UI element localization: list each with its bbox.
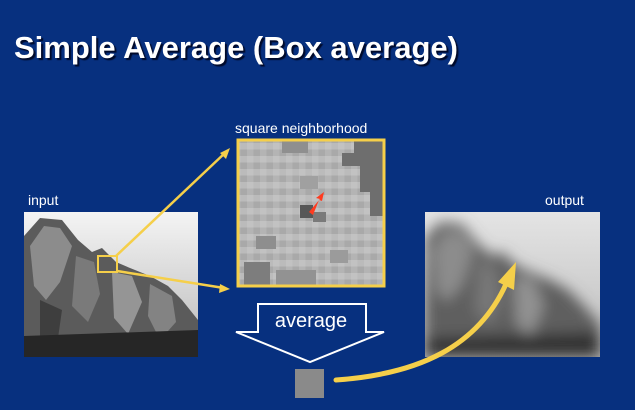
slide-title: Simple Average (Box average): [14, 30, 458, 65]
average-label: average: [274, 310, 348, 332]
zoom-line-top: [115, 151, 227, 257]
average-arrow-icon: [235, 303, 385, 364]
zoom-arrowhead-top: [220, 148, 230, 159]
result-curve-arrow: [333, 281, 509, 383]
center-pixel-pointer-icon: [309, 192, 324, 215]
zoom-line-bottom: [116, 269, 225, 290]
input-image: [24, 212, 198, 357]
result-arrowhead-icon: [498, 262, 516, 290]
output-label: output: [545, 192, 584, 208]
output-image: [425, 212, 600, 357]
input-label: input: [28, 192, 59, 208]
zoom-arrowhead-bottom: [219, 284, 230, 293]
neighborhood-label: square neighborhood: [235, 120, 368, 136]
result-pixel: [295, 369, 324, 398]
neighborhood-image: [236, 138, 386, 288]
